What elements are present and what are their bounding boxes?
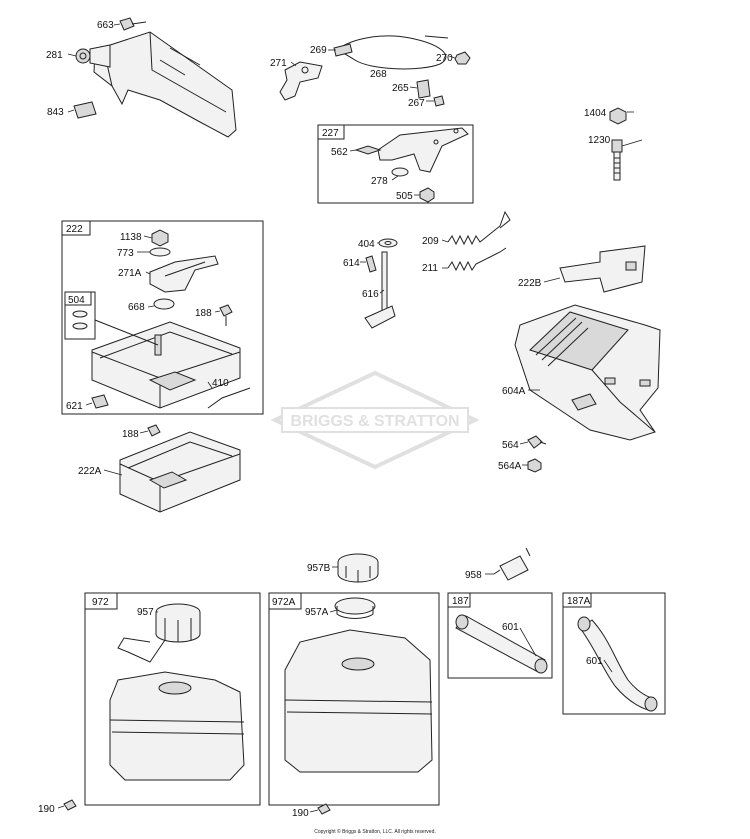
label-958: 958 [465,570,482,581]
part-labels: 663 281 843 269 271 268 270 265 267 1404… [38,20,611,819]
bracket-222B [559,245,646,293]
watermark-text: BRIGGS & STRATTON [290,413,459,430]
label-616: 616 [362,289,379,300]
label-271: 271 [270,58,287,69]
nut-564A [527,458,542,473]
label-843: 843 [47,107,64,118]
label-621: 621 [66,401,83,412]
label-957B: 957B [307,563,331,574]
label-1404: 1404 [584,108,607,119]
label-564A: 564A [498,461,522,472]
box-label-187A: 187A [567,596,591,607]
pin-614 [365,255,377,273]
cap-957B [337,553,379,583]
label-211: 211 [422,263,438,274]
box-label-227: 227 [322,128,339,139]
box-187A: 187A [562,592,666,715]
label-271A: 271A [118,268,142,279]
label-773: 773 [117,248,134,259]
label-209: 209 [422,236,439,247]
label-957: 957 [137,607,154,618]
label-267: 267 [408,98,425,109]
leader-lines [57,23,643,813]
label-562: 562 [331,147,348,158]
label-564: 564 [502,440,519,451]
label-601-187A: 601 [586,656,603,667]
label-278: 278 [371,176,388,187]
filter-958 [493,547,531,581]
nut-1404 [609,107,627,125]
box-label-504: 504 [68,295,85,306]
box-227: 227 [317,124,474,204]
bracket-281 [75,31,237,138]
box-972: 972 [84,592,261,806]
label-668: 668 [128,302,145,313]
box-label-187: 187 [452,596,469,607]
label-190-left: 190 [38,804,55,815]
nut-270 [454,51,471,65]
label-222A: 222A [78,466,102,477]
box-222: 222 [61,220,264,415]
label-188-bottom: 188 [122,429,139,440]
plate-222A [119,424,241,513]
label-188-top: 188 [195,308,212,319]
label-404: 404 [358,239,375,250]
clip-843 [73,101,97,119]
label-604A: 604A [502,386,526,397]
label-663: 663 [97,20,114,31]
label-614: 614 [343,258,360,269]
shaft-616 [364,251,396,329]
label-1230: 1230 [588,135,611,146]
label-222B: 222B [518,278,542,289]
label-601-187: 601 [502,622,519,633]
label-265: 265 [392,83,409,94]
box-label-972: 972 [92,597,109,608]
copyright-notice: Copyright © Briggs & Stratton, LLC. All … [314,829,436,835]
screw-564 [527,435,547,449]
screw-663 [119,17,147,31]
label-410: 410 [212,378,229,389]
box-label-222: 222 [66,224,83,235]
screw-190-right [317,803,331,815]
washer-404 [378,238,398,248]
label-269: 269 [310,45,327,56]
spring-209 [447,210,511,246]
label-190-right: 190 [292,808,309,819]
screw-267 [433,95,445,107]
cable-268 [333,35,449,70]
housing-604A [514,304,661,441]
brand-watermark: BRIGGS & STRATTON [270,370,480,470]
screw-190-left [63,799,77,811]
label-268: 268 [370,69,387,80]
box-187: 187 [447,592,553,679]
lever-271 [279,61,323,101]
label-1138: 1138 [120,232,142,243]
clip-265 [416,79,431,99]
label-270: 270 [436,53,453,64]
box-label-972A: 972A [272,597,296,608]
label-957A: 957A [305,607,329,618]
stud-1230 [611,139,623,181]
box-504: 504 [64,291,159,346]
label-505: 505 [396,191,413,202]
label-281: 281 [46,50,63,61]
spring-211 [447,247,507,272]
box-972A: 972A [268,592,440,806]
